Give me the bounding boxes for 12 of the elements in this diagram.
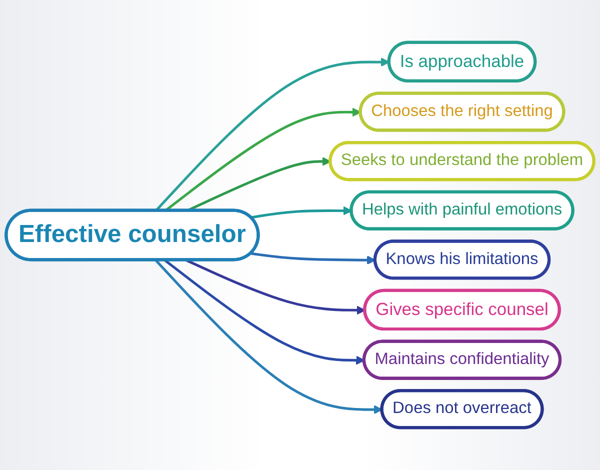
topic-bubble: Is approachable <box>387 40 537 82</box>
topic-bubble: Seeks to understand the problem <box>328 141 596 182</box>
topic-bubble: Knows his limitations <box>373 240 551 280</box>
arrow <box>164 259 365 365</box>
arrow <box>250 206 352 219</box>
topic-bubble: Does not overreact <box>380 389 544 430</box>
topic-bubble: Chooses the right setting <box>358 92 566 132</box>
topic-bubble: Gives specific counsel <box>363 288 561 331</box>
central-topic-bubble: Effective counselor <box>4 208 260 262</box>
topic-bubble: Helps with painful emotions <box>350 190 574 230</box>
topic-bubble: Maintains confidentiality <box>362 340 562 380</box>
arrow <box>250 252 376 265</box>
